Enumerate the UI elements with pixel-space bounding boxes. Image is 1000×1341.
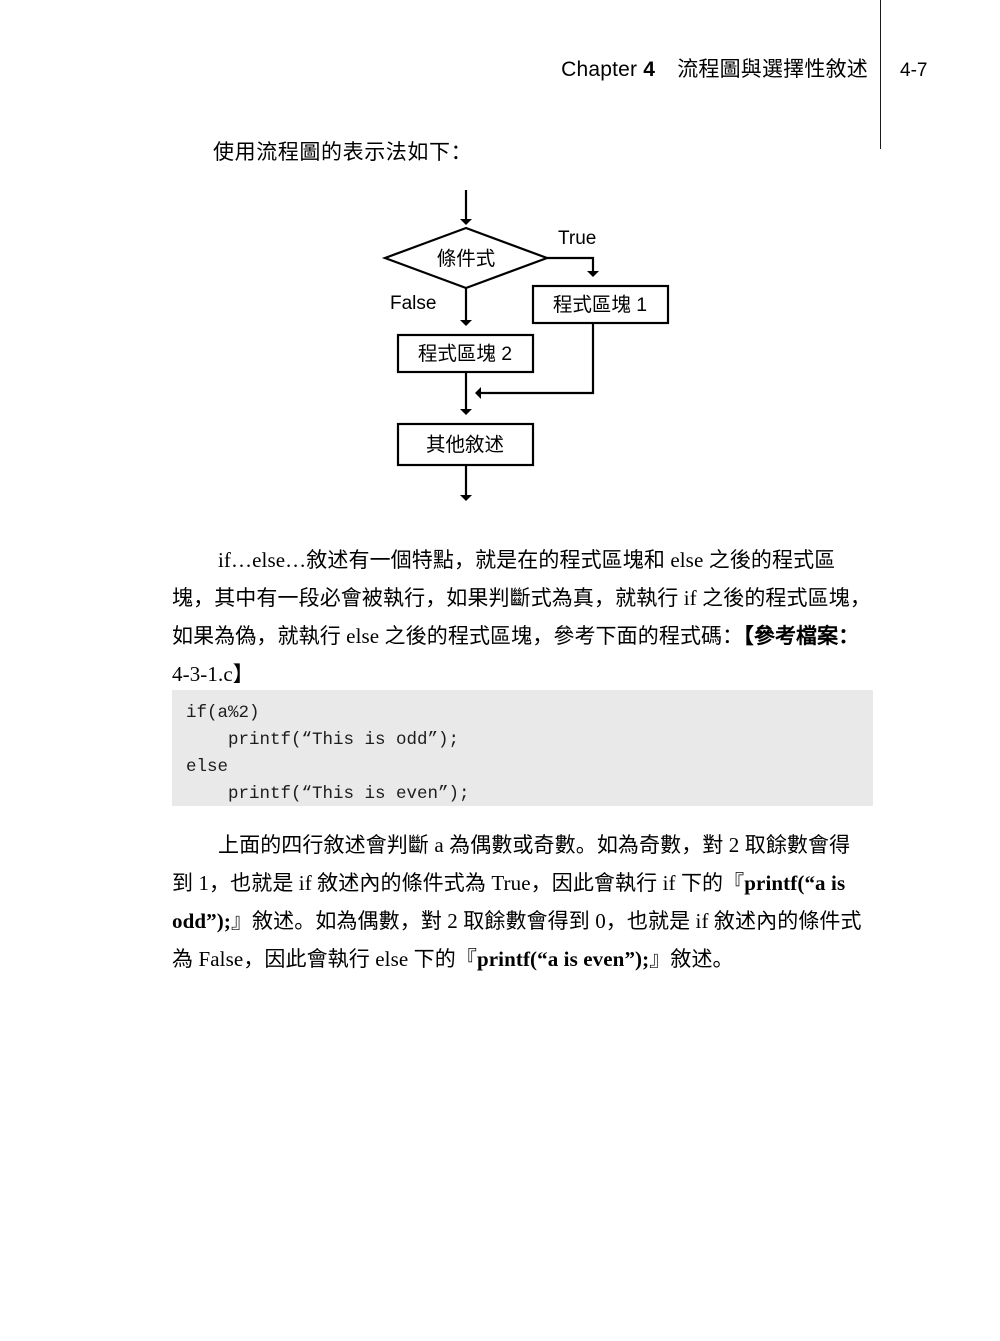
code-line-1: if(a%2) xyxy=(186,703,260,723)
flow-node-block-true: 程式區塊 1 xyxy=(531,284,670,325)
reference-file-label: 【參考檔案： xyxy=(743,624,860,648)
flow-block-true-label: 程式區塊 1 xyxy=(553,294,647,316)
code-inline-odd-start: printf(“a is xyxy=(744,871,846,895)
paragraph-explanation-line-4-tail: 』敘述。 xyxy=(649,947,734,971)
page-number: 4-7 xyxy=(900,60,928,81)
flow-node-end: 其他敘述 xyxy=(396,422,535,467)
flow-branch-true: True xyxy=(547,228,599,277)
code-line-2: printf(“This is odd”); xyxy=(186,730,460,750)
flow-node-block-false: 程式區塊 2 xyxy=(396,333,535,374)
flow-block-false-label: 程式區塊 2 xyxy=(418,343,512,365)
paragraph-explanation-line-3: odd”);』敘述。如為偶數，對 2 取餘數會得到 0，也就是 if 敘述內的條… xyxy=(172,902,878,940)
paragraph-explanation-line-4: 為 False，因此會執行 else 下的『printf(“a is even”… xyxy=(172,940,878,978)
header-chapter-number: 4 xyxy=(643,58,656,81)
paragraph-if-else-line-1: if…else…敘述有一個特點，就是在的程式區塊和 else 之後的程式區 xyxy=(218,548,836,572)
code-block: if(a%2) printf(“This is odd”); else prin… xyxy=(172,690,873,806)
paragraph-explanation-line-2: 到 1，也就是 if 敘述內的條件式為 True，因此會執行 if 下的『pri… xyxy=(172,864,878,902)
paragraph-if-else-line-3-text: 如果為偽，就執行 else 之後的程式區塊，參考下面的程式碼： xyxy=(172,624,744,648)
flow-branch-false: False xyxy=(390,288,472,326)
flow-merge-connector xyxy=(475,323,595,399)
paragraph-if-else-line-3: 如果為偽，就執行 else 之後的程式區塊，參考下面的程式碼：【參考檔案： xyxy=(172,617,878,655)
header-divider-rule xyxy=(880,0,881,149)
page-header: Chapter 4 流程圖與選擇性敘述 4-7 xyxy=(0,0,1000,149)
flow-block-end-label: 其他敘述 xyxy=(426,434,504,456)
paragraph-if-else: if…else…敘述有一個特點，就是在的程式區塊和 else 之後的程式區 塊，… xyxy=(172,541,878,693)
paragraph-explanation-line-2-text: 到 1，也就是 if 敘述內的條件式為 True，因此會執行 if 下的『 xyxy=(172,871,745,895)
flowchart-if-else: 條件式 True 程式區塊 1 False 程式區塊 2 xyxy=(330,178,710,528)
code-inline-even: printf(“a is even”); xyxy=(476,947,650,971)
paragraph-explanation-line-1: 上面的四行敘述會判斷 a 為偶數或奇數。如為奇數，對 2 取餘數會得 xyxy=(218,833,851,857)
paragraph-if-else-line-4: 4-3-1.c】 xyxy=(172,662,254,686)
paragraph-explanation-line-4-text: 為 False，因此會執行 else 下的『 xyxy=(172,947,477,971)
flow-decision-label: 條件式 xyxy=(437,248,496,270)
header-chapter-name: 流程圖與選擇性敘述 xyxy=(677,58,868,81)
flow-node-decision: 條件式 xyxy=(381,226,551,290)
code-line-3: else xyxy=(186,757,229,777)
paragraph-if-else-line-2: 塊，其中有一段必會被執行，如果判斷式為真，就執行 if 之後的程式區塊， xyxy=(172,586,871,610)
code-line-4: printf(“This is even”); xyxy=(186,784,470,804)
header-chapter-word: Chapter xyxy=(561,58,638,81)
header-chapter-title: Chapter 4 流程圖與選擇性敘述 xyxy=(561,56,868,84)
paragraph-explanation: 上面的四行敘述會判斷 a 為偶數或奇數。如為奇數，對 2 取餘數會得 到 1，也… xyxy=(172,826,878,978)
paragraph-explanation-line-3-text: 』敘述。如為偶數，對 2 取餘數會得到 0，也就是 if 敘述內的條件式 xyxy=(230,909,862,933)
code-inline-odd-end: odd”); xyxy=(172,909,231,933)
flow-false-label: False xyxy=(390,293,436,314)
intro-sentence: 使用流程圖的表示法如下： xyxy=(213,140,473,164)
flow-true-label: True xyxy=(558,228,596,249)
